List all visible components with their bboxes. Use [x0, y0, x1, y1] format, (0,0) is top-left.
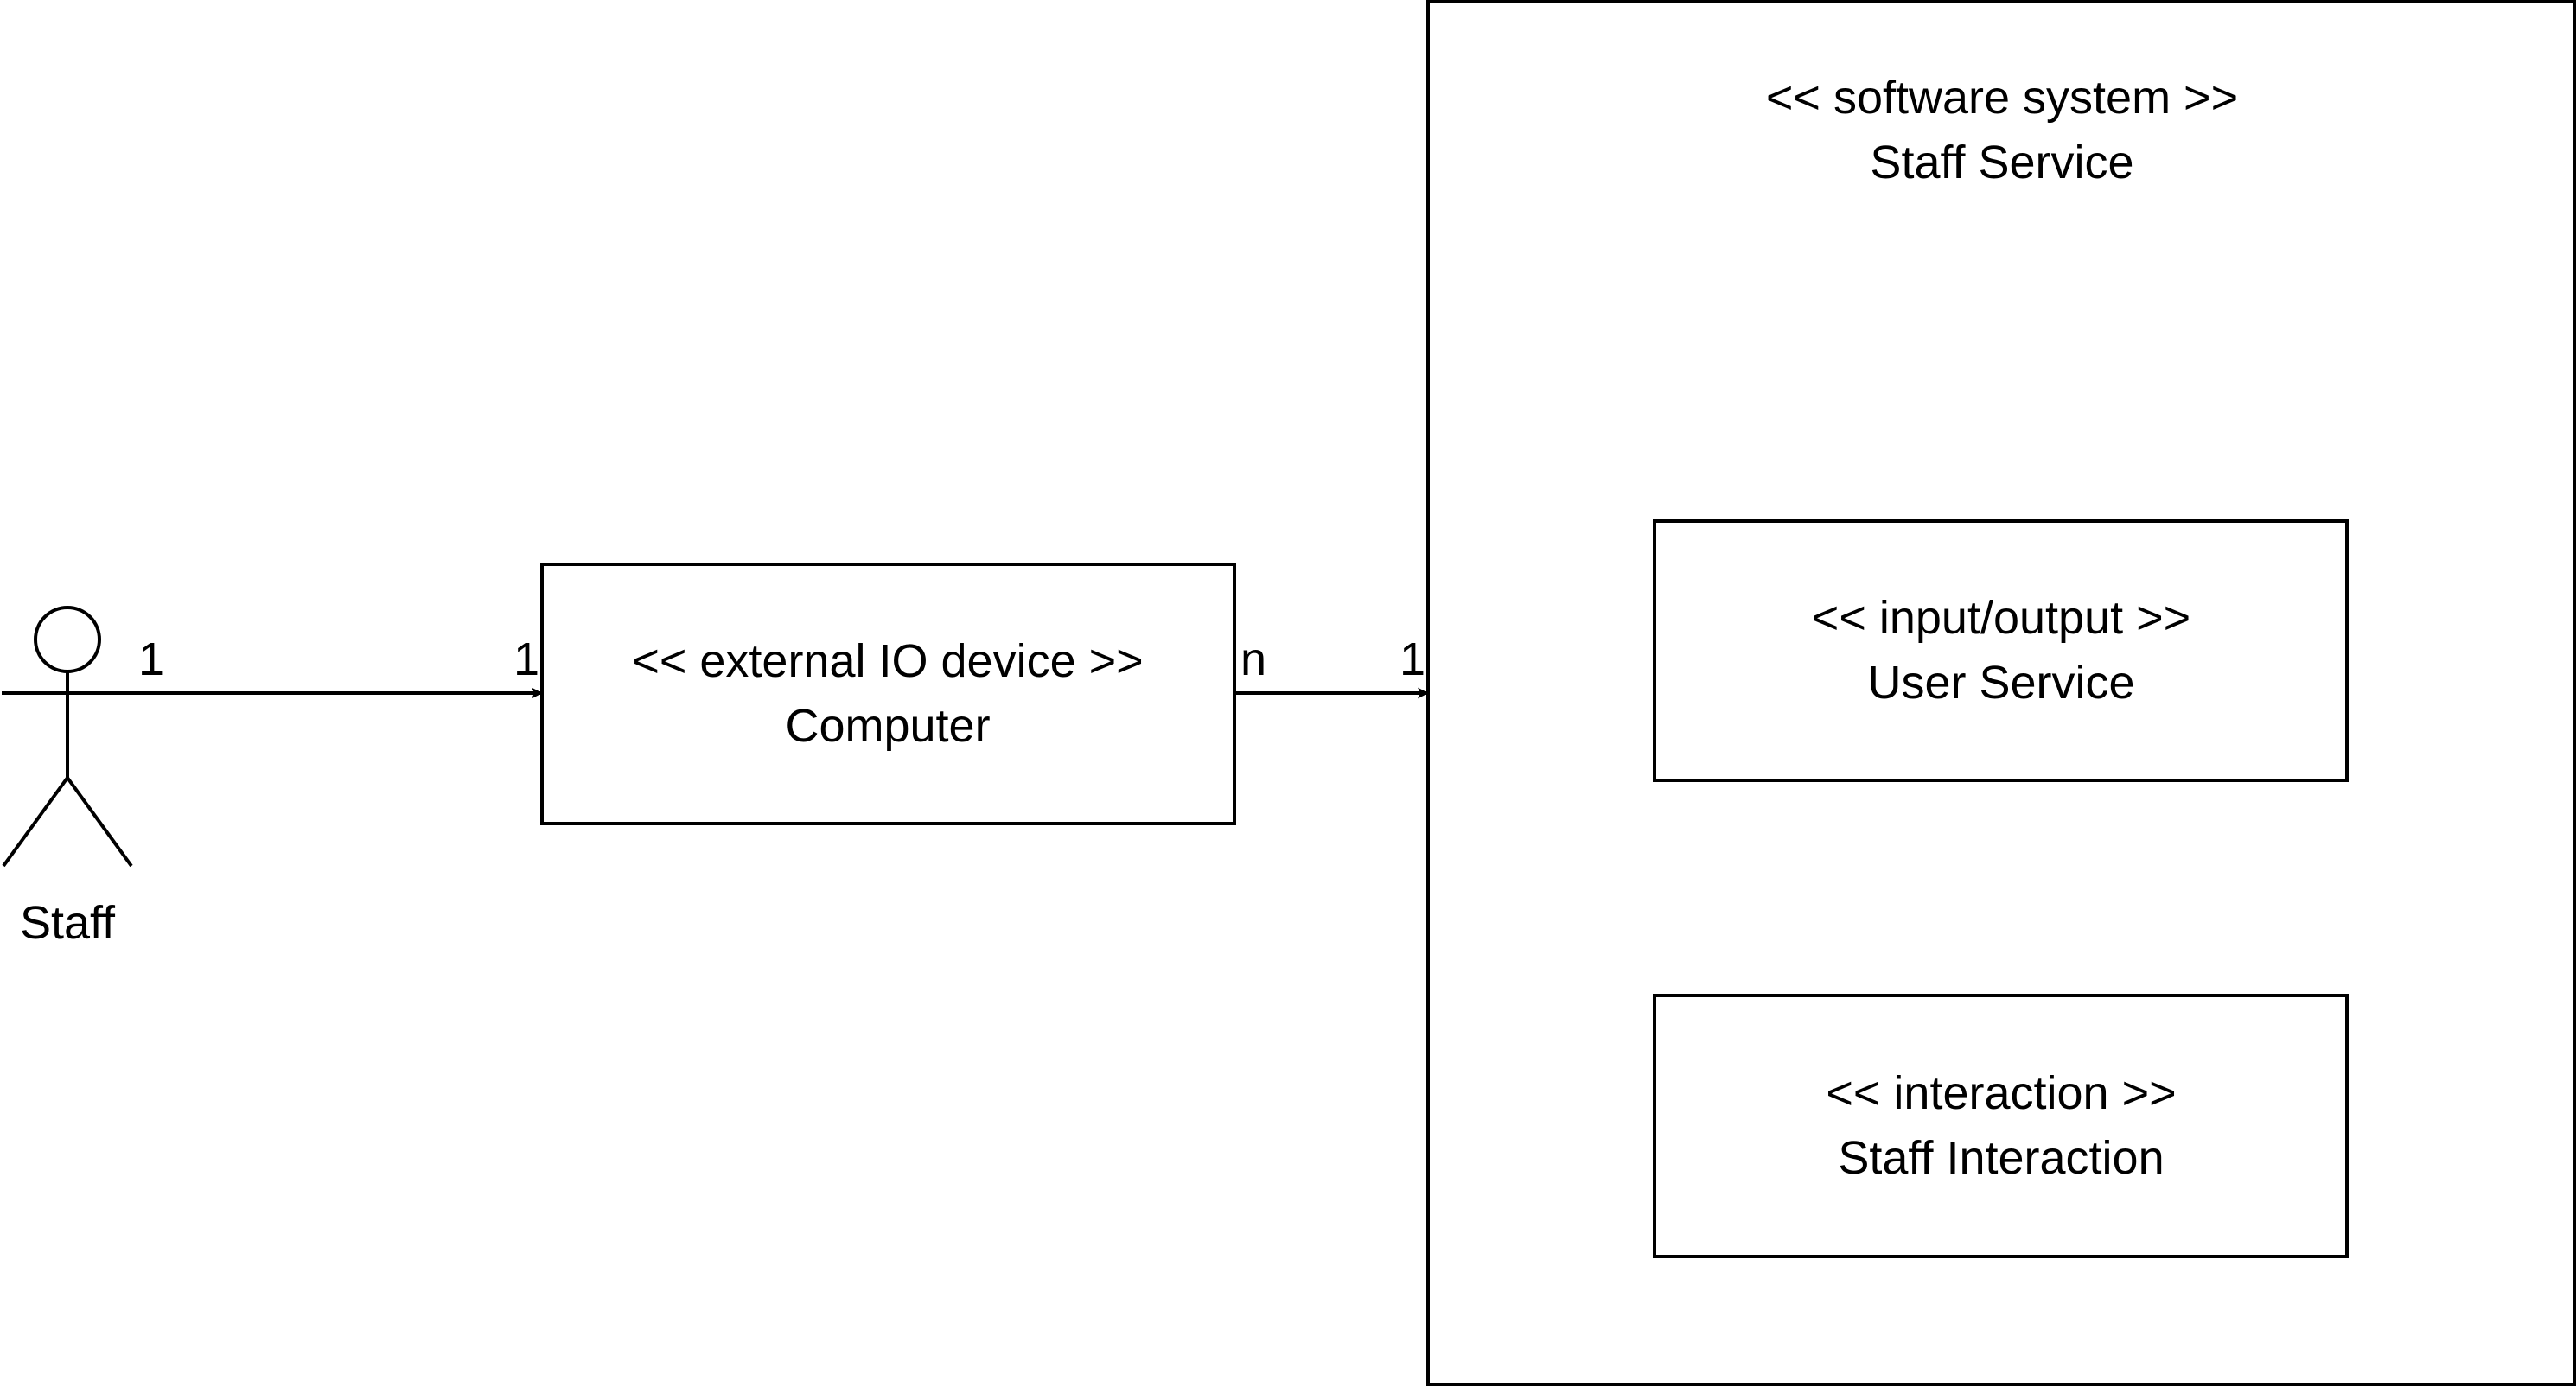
- software-system-border: [1426, 0, 2576, 1386]
- user-service-name: User Service: [1867, 657, 2134, 709]
- staff-interaction-box[interactable]: << interaction >> Staff Interaction: [1653, 994, 2349, 1258]
- software-system-name: Staff Service: [1870, 137, 2133, 188]
- actor-right-leg: [66, 776, 133, 868]
- actor-head: [34, 606, 101, 673]
- actor-label: Staff: [20, 897, 116, 949]
- computer-box[interactable]: << external IO device >> Computer: [540, 563, 1236, 825]
- multiplicity-staff-source: 1: [138, 633, 164, 685]
- multiplicity-system-target: 1: [1400, 633, 1425, 685]
- staff-interaction-name: Staff Interaction: [1838, 1132, 2164, 1184]
- multiplicity-computer-source: n: [1240, 633, 1266, 685]
- software-system-box[interactable]: << software system >> Staff Service: [1426, 0, 2576, 1386]
- computer-stereotype: << external IO device >>: [632, 635, 1143, 687]
- user-service-box[interactable]: << input/output >> User Service: [1653, 519, 2349, 782]
- software-system-stereotype: << software system >>: [1766, 72, 2238, 124]
- staff-interaction-stereotype: << interaction >>: [1826, 1067, 2176, 1119]
- user-service-border: [1653, 519, 2349, 782]
- staff-actor: [2, 606, 133, 868]
- staff-interaction-border: [1653, 994, 2349, 1258]
- user-service-stereotype: << input/output >>: [1812, 592, 2190, 644]
- multiplicity-computer-target: 1: [513, 633, 539, 685]
- computer-name: Computer: [785, 700, 990, 752]
- actor-left-leg: [2, 776, 69, 868]
- computer-box-border: [540, 563, 1236, 825]
